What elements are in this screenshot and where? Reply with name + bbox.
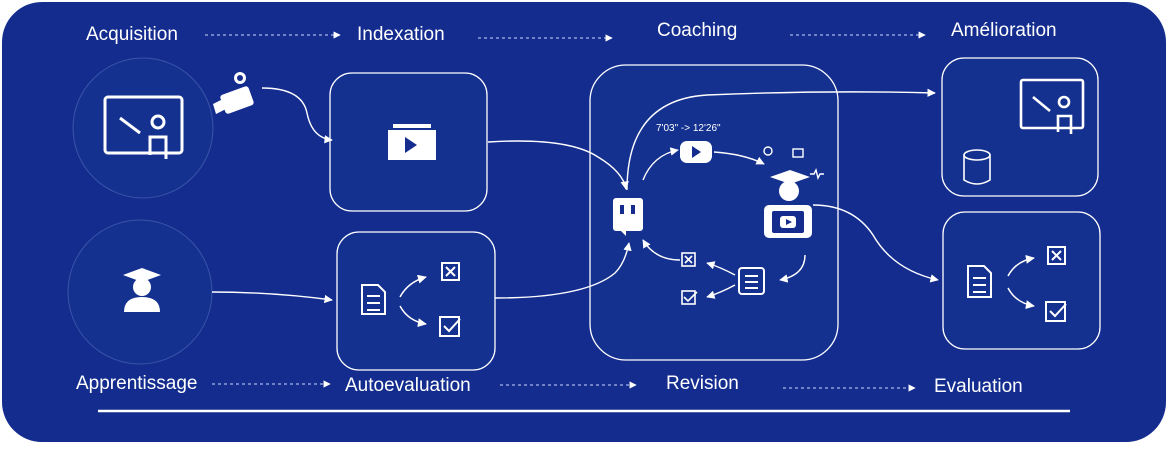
stage-label-evaluation: Evaluation — [934, 376, 1023, 397]
small-ui-icons — [763, 146, 824, 181]
branch-arrows-eval — [1007, 254, 1035, 310]
autoevaluation-box — [336, 231, 496, 371]
teacher-board-icon — [103, 95, 184, 159]
evaluation-box — [942, 211, 1101, 350]
top-flow-arrows — [205, 31, 926, 42]
stage-label-acquisition: Acquisition — [86, 24, 178, 45]
background-panel — [2, 2, 1166, 442]
checklist-icon-eval — [967, 265, 992, 298]
coaching-arrows — [642, 147, 806, 299]
check-box-icon-coaching — [681, 290, 698, 305]
acquisition-circle — [72, 57, 214, 199]
video-library-icon — [388, 124, 436, 160]
stage-label-apprentissage: Apprentissage — [76, 373, 198, 394]
bottom-flow-arrows — [212, 380, 916, 392]
connector-curves — [211, 87, 939, 304]
checklist-icon-coaching — [738, 267, 765, 295]
cross-box-icon — [441, 262, 460, 281]
stage-label-autoevaluation: Autoevaluation — [345, 375, 471, 396]
play-icon — [680, 141, 712, 163]
stage-label-coaching: Coaching — [657, 20, 738, 41]
student-icon — [123, 268, 161, 312]
stage-label-revision: Revision — [666, 373, 739, 394]
chatbot-icon — [613, 198, 643, 236]
teacher-board-icon-small — [1019, 78, 1085, 134]
checklist-icon — [361, 284, 386, 315]
check-box-icon-eval — [1045, 301, 1067, 322]
stage-label-indexation: Indexation — [357, 24, 445, 45]
cross-box-icon-coaching — [681, 252, 696, 267]
tutor-laptop-icon — [764, 170, 812, 238]
coaching-box — [589, 64, 839, 361]
video-camera-icon — [213, 72, 254, 114]
stage-label-amelioration: Amélioration — [951, 20, 1057, 41]
branch-arrows-auto — [399, 274, 427, 328]
check-box-icon — [439, 316, 461, 337]
video-timestamp: 7'03" -> 12'26" — [656, 123, 721, 134]
database-icon — [963, 149, 991, 185]
cross-box-icon-eval — [1047, 246, 1066, 265]
